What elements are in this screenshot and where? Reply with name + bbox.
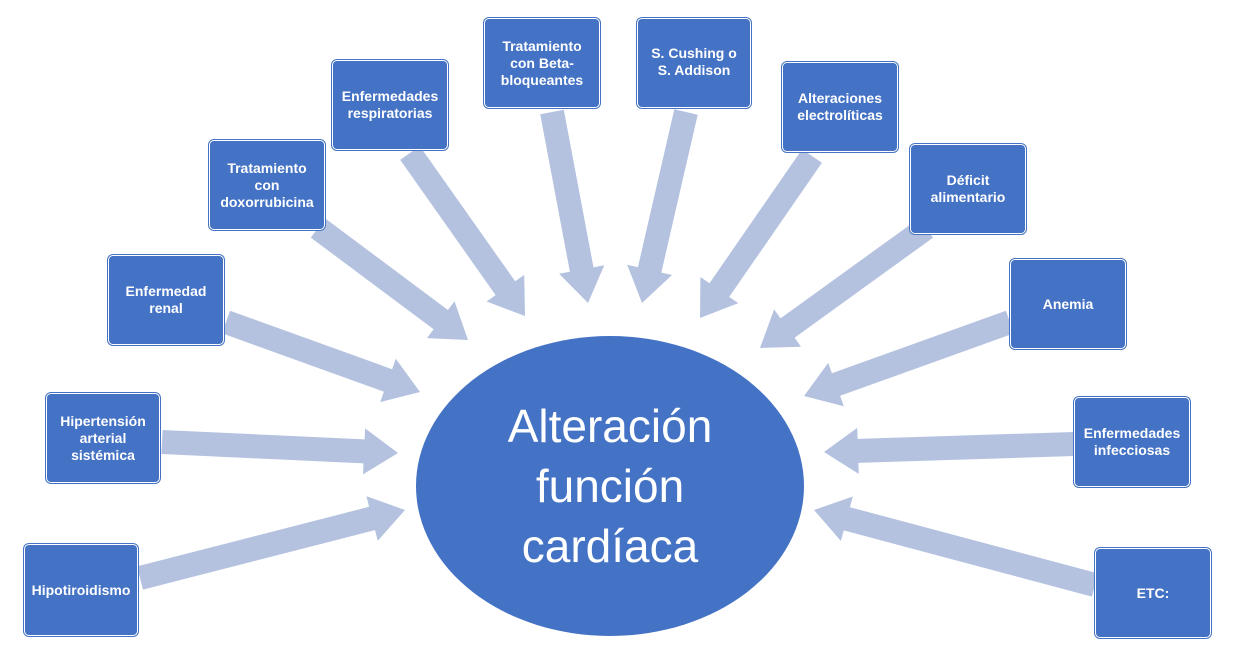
- cause-label: Tratamiento con Beta-bloqueantes: [500, 38, 584, 88]
- cause-label: Hipertensión arterial sistémica: [60, 412, 146, 463]
- cause-box-hipertension: Hipertensión arterial sistémica: [46, 393, 160, 483]
- cause-label: S. Cushing o S. Addison: [651, 45, 737, 78]
- cause-box-enfermedad-renal: Enfermedad renal: [108, 255, 224, 345]
- cause-box-cushing-addison: S. Cushing o S. Addison: [637, 18, 751, 108]
- arrow-11: [824, 427, 1075, 474]
- arrow-6: [540, 109, 605, 303]
- cause-box-hipotiroidismo: Hipotiroidismo: [24, 544, 138, 636]
- arrow-1: [137, 496, 405, 590]
- cause-box-etc: ETC:: [1095, 548, 1211, 638]
- cause-box-doxorrubicina: Tratamiento con doxorrubicina: [209, 140, 325, 230]
- cause-label: Hipotiroidismo: [31, 581, 131, 598]
- arrow-7: [627, 109, 698, 303]
- cause-label: Alteraciones electrolíticas: [797, 90, 883, 123]
- cause-label: ETC:: [1136, 584, 1170, 601]
- arrow-3: [221, 310, 420, 403]
- arrow-5: [400, 146, 525, 316]
- cause-label: Tratamiento con doxorrubicina: [220, 159, 314, 210]
- cause-label: Anemia: [1042, 295, 1094, 312]
- cause-box-enf-respiratorias: Enfermedades respiratorias: [332, 60, 448, 150]
- cause-label: Enfermedades respiratorias: [341, 88, 439, 121]
- arrow-10: [804, 310, 1015, 407]
- arrow-9: [760, 218, 933, 348]
- cause-box-enf-infecciosas: Enfermedades infecciosas: [1074, 397, 1190, 487]
- cause-box-beta-bloqueantes: Tratamiento con Beta-bloqueantes: [484, 18, 600, 108]
- arrow-2: [161, 428, 398, 475]
- arrow-12: [814, 496, 1099, 597]
- center-ellipse: Alteración función cardíaca: [416, 336, 804, 636]
- cause-box-deficit-alimentario: Déficit alimentario: [910, 144, 1026, 234]
- arrow-4: [310, 218, 468, 340]
- arrow-8: [700, 149, 822, 318]
- cause-box-anemia: Anemia: [1010, 259, 1126, 349]
- cause-label: Déficit alimentario: [930, 172, 1006, 205]
- center-label: Alteración función cardíaca: [507, 400, 713, 572]
- cause-label: Enfermedades infecciosas: [1083, 425, 1181, 458]
- cause-label: Enfermedad renal: [125, 283, 207, 316]
- cause-box-electroliticas: Alteraciones electrolíticas: [782, 62, 898, 152]
